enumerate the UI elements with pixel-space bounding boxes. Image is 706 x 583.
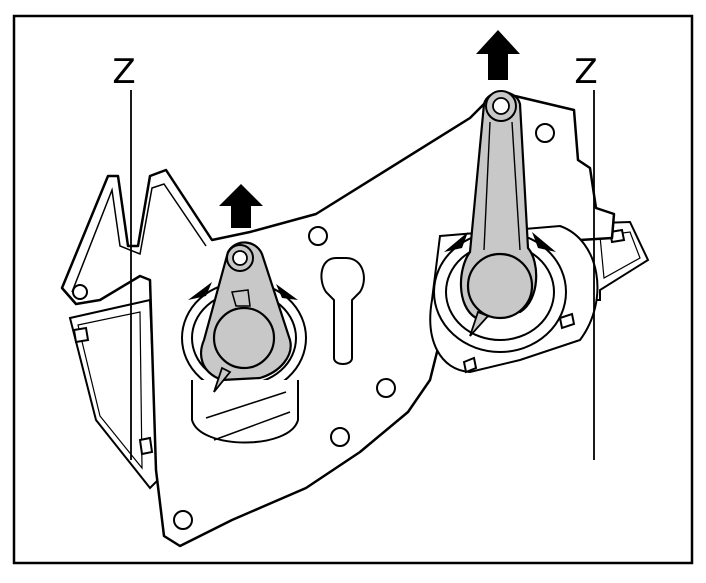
- left-release-lever: [200, 241, 292, 393]
- rotation-arrow-icon: [444, 232, 468, 252]
- right-release-lever: [459, 90, 538, 337]
- left-back-housing: [68, 298, 160, 490]
- left-z-label: Z: [112, 52, 135, 92]
- rotation-arrow-icon: [276, 284, 298, 300]
- rotation-arrow-icon: [532, 232, 556, 252]
- arrow-up-icon: [476, 30, 520, 80]
- keyhole-slot: [320, 257, 365, 365]
- plate-inner-edge: [71, 183, 207, 293]
- arrow-up-icon: [219, 184, 263, 228]
- rotation-arrow-icon: [188, 282, 212, 300]
- figure-frame: [12, 14, 694, 565]
- right-z-label: Z: [574, 52, 597, 92]
